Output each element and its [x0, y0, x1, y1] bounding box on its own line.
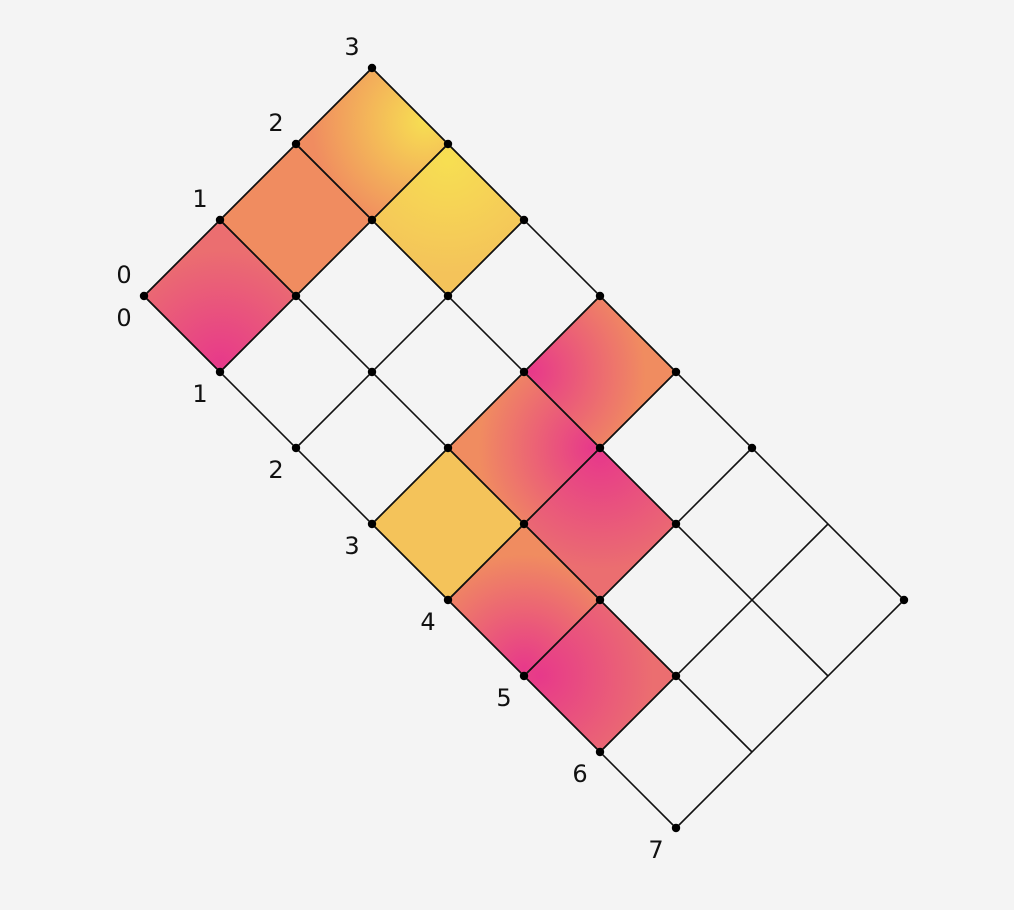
grid-node-0-2 [291, 443, 301, 453]
grid-node-2-3 [519, 367, 529, 377]
grid-node-2-5 [671, 519, 681, 529]
grid-node-3-1 [443, 139, 453, 149]
grid-line-col-2 [295, 219, 525, 449]
left-axis-label: 2 [268, 456, 283, 484]
grid-line-col-7 [675, 599, 905, 829]
left-axis-label: 0 [116, 304, 131, 332]
top-axis-label: 2 [268, 109, 283, 137]
top-axis-label: 3 [344, 33, 359, 61]
left-axis-label: 6 [572, 760, 587, 788]
grid-node-0-7 [671, 823, 681, 833]
grid-line-row-0 [143, 295, 677, 829]
grid-nodes [139, 63, 909, 833]
grid-node-2-2 [443, 291, 453, 301]
grid-node-1-6 [671, 671, 681, 681]
grid-node-0-5 [519, 671, 529, 681]
top-axis-label: 0 [116, 261, 131, 289]
grid-node-1-5 [595, 595, 605, 605]
grid-node-0-1 [215, 367, 225, 377]
grid-node-2-4 [595, 443, 605, 453]
grid-line-row-2 [295, 143, 829, 677]
grid-node-1-4 [519, 519, 529, 529]
axis-labels: 0 1 2 3 0 1 2 3 4 5 6 7 [116, 33, 663, 864]
grid-node-1-3 [443, 443, 453, 453]
grid-node-0-6 [595, 747, 605, 757]
grid-line-col-1 [219, 143, 449, 373]
left-axis-label: 3 [344, 532, 359, 560]
grid-line-col-5 [523, 447, 753, 677]
grid-lines [143, 67, 905, 829]
left-axis-label: 5 [496, 684, 511, 712]
grid-node-0-3 [367, 519, 377, 529]
grid-node-1-2 [367, 367, 377, 377]
grid-node-3-2 [519, 215, 529, 225]
left-axis-label: 4 [420, 608, 435, 636]
grid-node-2-1 [367, 215, 377, 225]
grid-node-3-4 [671, 367, 681, 377]
grid-node-3-5 [747, 443, 757, 453]
grid-node-1-0 [215, 215, 225, 225]
grid-node-3-0 [367, 63, 377, 73]
grid-node-1-1 [291, 291, 301, 301]
top-axis-label: 1 [192, 185, 207, 213]
grid-node-2-0 [291, 139, 301, 149]
grid-node-0-4 [443, 595, 453, 605]
grid-line-col-3 [371, 295, 601, 525]
grid-node-3-3 [595, 291, 605, 301]
grid-line-row-3 [371, 67, 905, 601]
grid-node-0-0 [139, 291, 149, 301]
grid-line-col-4 [447, 371, 677, 601]
grid-node-3-7 [899, 595, 909, 605]
left-axis-label: 1 [192, 380, 207, 408]
grid-line-row-1 [219, 219, 753, 753]
left-axis-label: 7 [648, 836, 663, 864]
grid-line-col-6 [599, 523, 829, 753]
grid-line-col-0 [143, 67, 373, 297]
